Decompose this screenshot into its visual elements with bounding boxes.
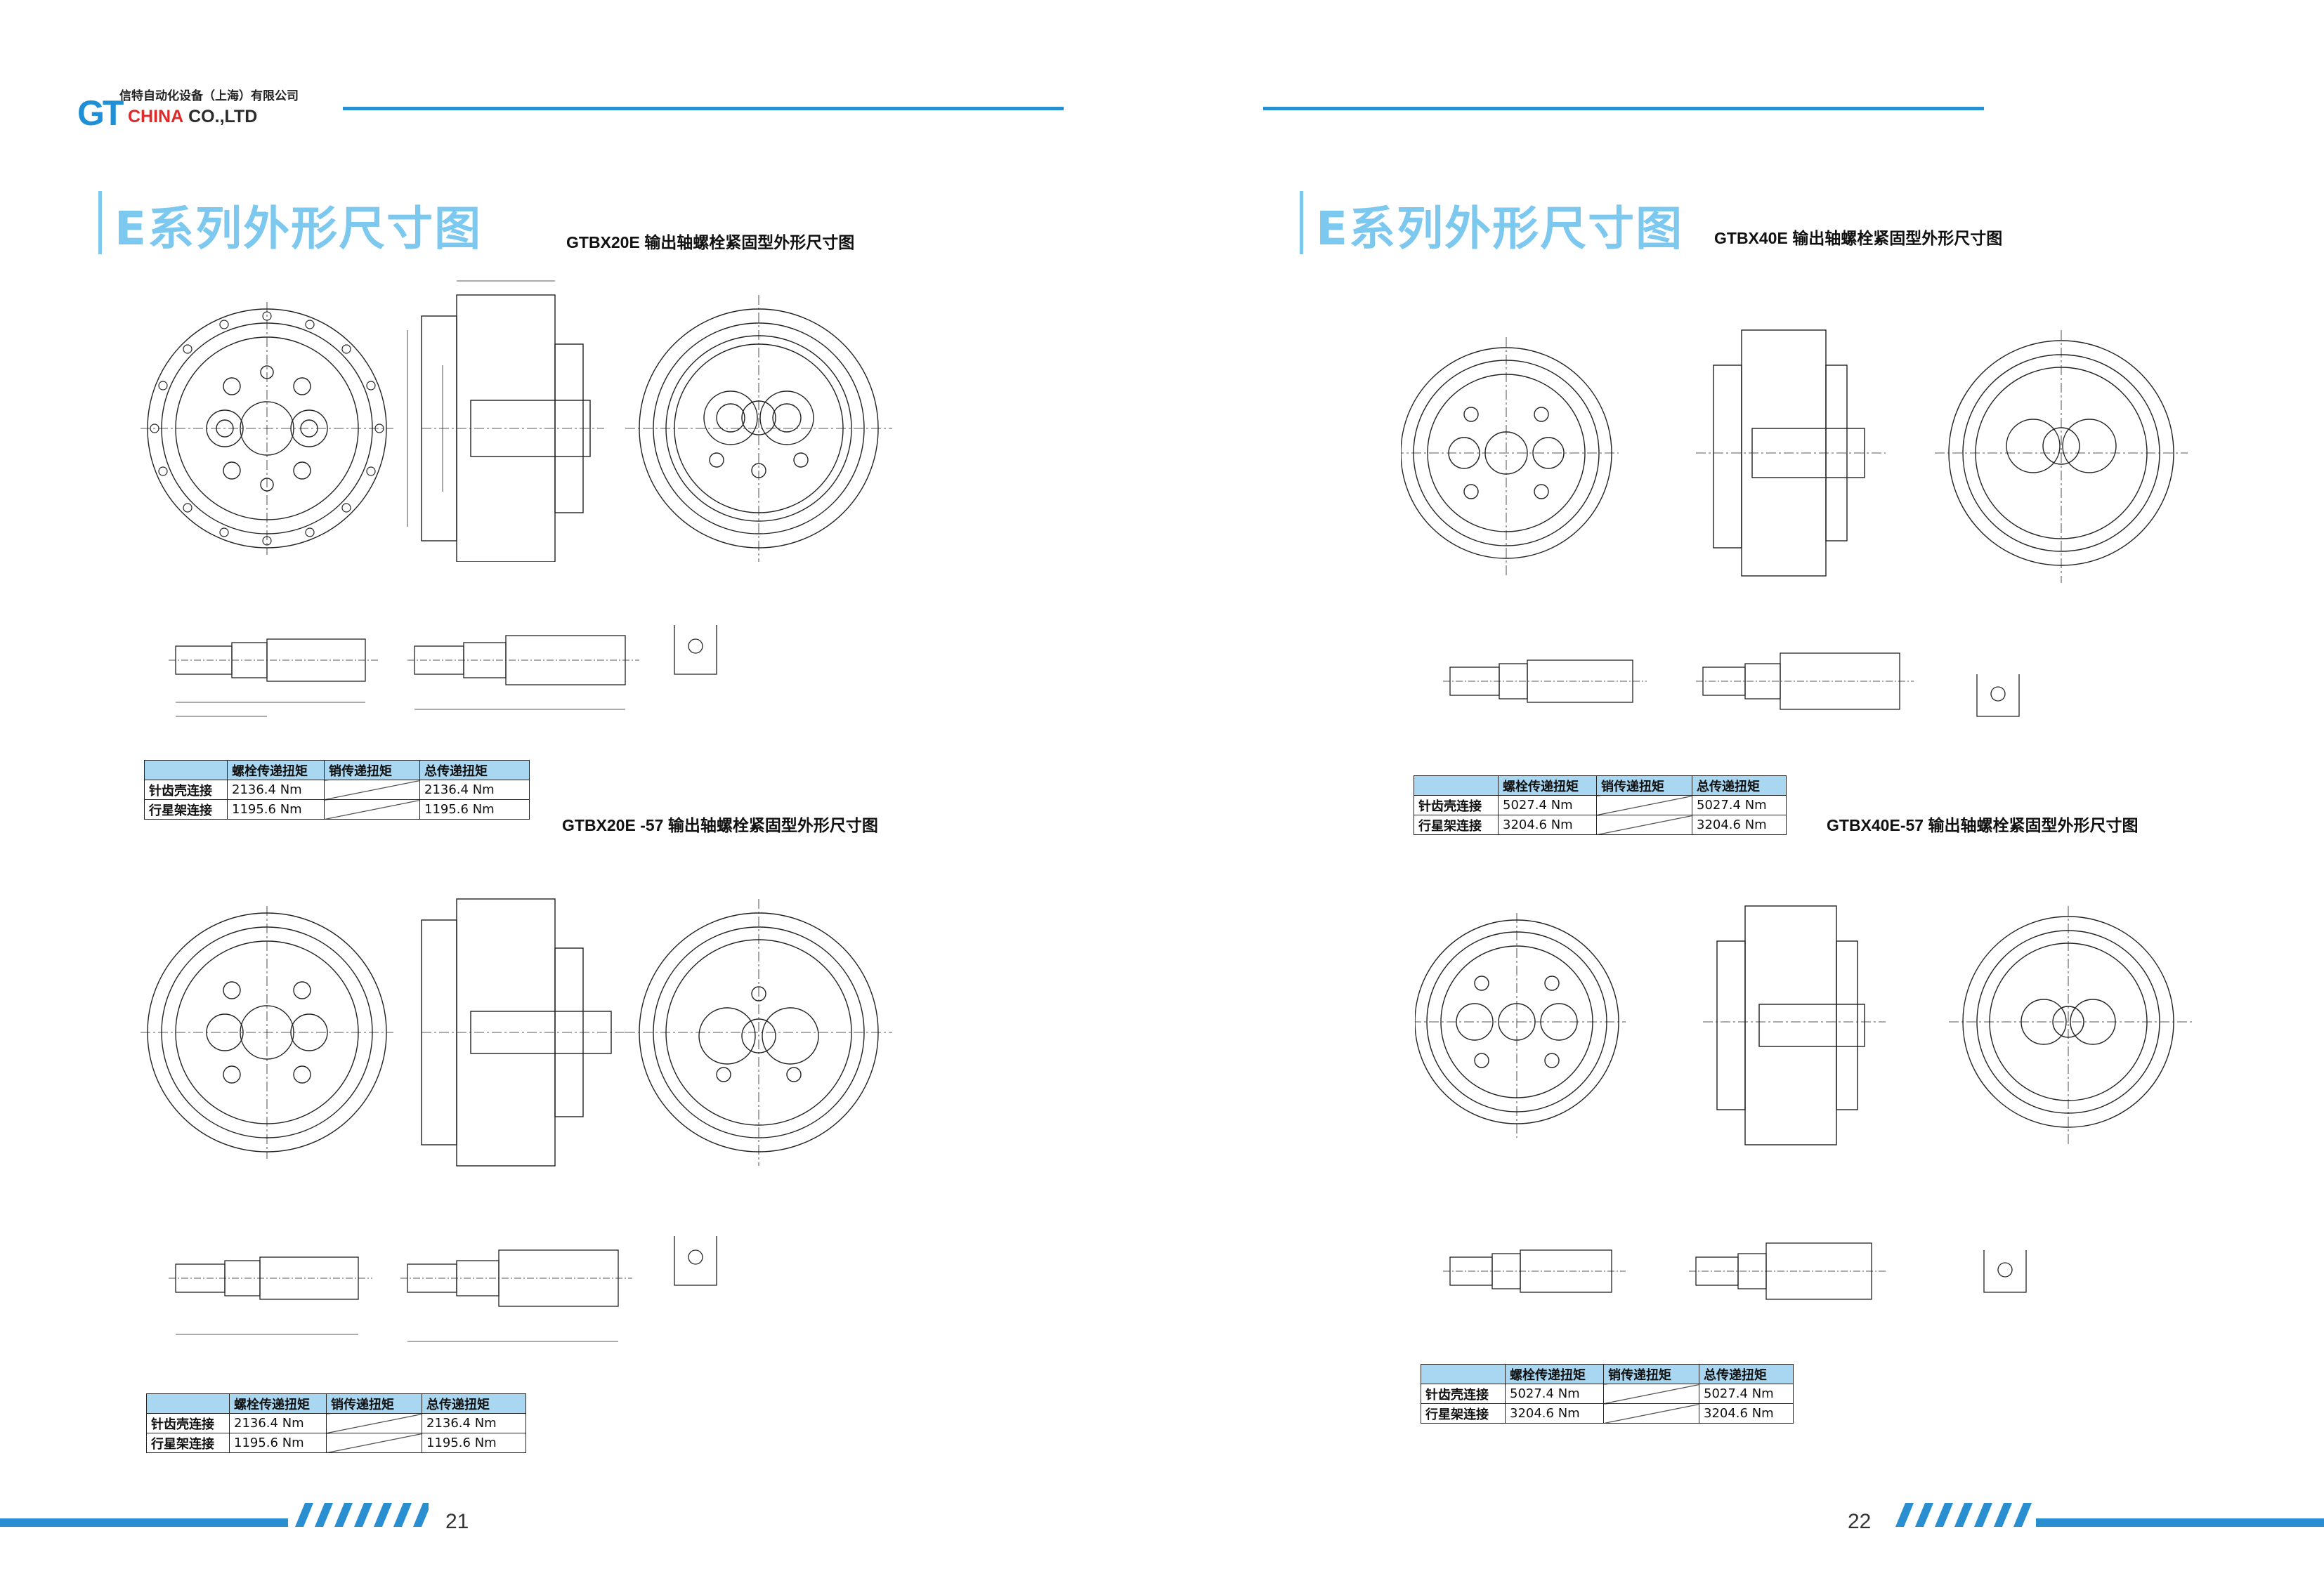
table-row: 行星架连接 1195.6 Nm 1195.6 Nm bbox=[144, 799, 530, 820]
torque-header-total: 总传递扭矩 bbox=[1699, 1364, 1794, 1384]
table-row: 针齿壳连接 2136.4 Nm 2136.4 Nm bbox=[146, 1413, 526, 1433]
drawing-gtbx40e bbox=[1401, 281, 2188, 597]
page-number: 22 bbox=[1848, 1510, 1872, 1533]
page-22: E系列外形尺寸图 GTBX40E 输出轴螺栓紧固型外形尺寸图 bbox=[1162, 0, 2324, 1576]
drawing1-title: GTBX40E 输出轴螺栓紧固型外形尺寸图 bbox=[1714, 229, 2003, 247]
torque-table-3: 螺栓传递扭矩 销传递扭矩 总传递扭矩 针齿壳连接 5027.4 Nm 5027.… bbox=[1414, 775, 1787, 835]
bolt-torque: 5027.4 Nm bbox=[1505, 1384, 1604, 1404]
pin-torque bbox=[1603, 1403, 1699, 1424]
total-torque: 1195.6 Nm bbox=[422, 1433, 526, 1453]
row-label: 行星架连接 bbox=[1421, 1403, 1506, 1424]
company-name-cn: 信特自动化设备（上海）有限公司 bbox=[119, 89, 299, 103]
row-label: 行星架连接 bbox=[144, 799, 228, 820]
torque-header-pin: 销传递扭矩 bbox=[1603, 1364, 1699, 1384]
pin-torque bbox=[1603, 1384, 1699, 1404]
torque-header-total: 总传递扭矩 bbox=[419, 760, 530, 780]
drawing2-title: GTBX20E -57 输出轴螺栓紧固型外形尺寸图 bbox=[562, 816, 878, 834]
bolt-torque: 3204.6 Nm bbox=[1505, 1403, 1604, 1424]
torque-table-1: 螺栓传递扭矩 销传递扭矩 总传递扭矩 针齿壳连接 2136.4 Nm 2136.… bbox=[144, 760, 530, 820]
torque-header-blank bbox=[1414, 775, 1499, 796]
section-title: E系列外形尺寸图 bbox=[98, 191, 482, 256]
input-gear-drawings-1 bbox=[155, 597, 759, 737]
row-label: 行星架连接 bbox=[146, 1433, 230, 1453]
total-torque: 1195.6 Nm bbox=[419, 799, 530, 820]
torque-header-blank bbox=[144, 760, 228, 780]
torque-header-blank bbox=[146, 1393, 230, 1414]
pin-torque bbox=[326, 1433, 422, 1453]
footer-bar bbox=[0, 1518, 288, 1527]
torque-header-bolt: 螺栓传递扭矩 bbox=[1505, 1364, 1604, 1384]
total-torque: 2136.4 Nm bbox=[419, 780, 530, 800]
header-rule bbox=[1263, 107, 1984, 110]
bolt-torque: 2136.4 Nm bbox=[227, 780, 325, 800]
page-21: 信特自动化设备（上海）有限公司 GT CHINA CO.,LTD E系列外形尺寸… bbox=[0, 83, 1064, 1533]
front-view-circle bbox=[141, 302, 393, 555]
table-row: 行星架连接 3204.6 Nm 3204.6 Nm bbox=[1414, 815, 1787, 835]
torque-header-pin: 销传递扭矩 bbox=[1596, 775, 1692, 796]
table-row: 行星架连接 3204.6 Nm 3204.6 Nm bbox=[1421, 1403, 1794, 1424]
row-label: 针齿壳连接 bbox=[1414, 795, 1499, 815]
total-torque: 2136.4 Nm bbox=[422, 1413, 526, 1433]
torque-header-bolt: 螺栓传递扭矩 bbox=[227, 760, 325, 780]
row-label: 针齿壳连接 bbox=[1421, 1384, 1506, 1404]
input-gear-drawings-2 bbox=[155, 1194, 759, 1348]
total-torque: 5027.4 Nm bbox=[1699, 1384, 1794, 1404]
pin-torque bbox=[324, 780, 420, 800]
table-row: 行星架连接 1195.6 Nm 1195.6 Nm bbox=[146, 1433, 526, 1453]
pin-torque bbox=[326, 1413, 422, 1433]
torque-header-pin: 销传递扭矩 bbox=[326, 1393, 422, 1414]
torque-header-total: 总传递扭矩 bbox=[422, 1393, 526, 1414]
footer-stripes bbox=[295, 1503, 429, 1527]
table-row: 针齿壳连接 5027.4 Nm 5027.4 Nm bbox=[1414, 795, 1787, 815]
row-label: 针齿壳连接 bbox=[146, 1413, 230, 1433]
drawing-gtbx20e bbox=[141, 267, 913, 562]
page-number: 21 bbox=[445, 1510, 469, 1533]
pin-torque bbox=[1596, 815, 1692, 835]
bolt-torque: 3204.6 Nm bbox=[1498, 815, 1597, 835]
torque-header-pin: 销传递扭矩 bbox=[324, 760, 420, 780]
bolt-torque: 2136.4 Nm bbox=[229, 1413, 327, 1433]
input-gear-drawings-3 bbox=[1429, 618, 2075, 759]
side-view bbox=[407, 280, 604, 562]
input-gear-drawings-4 bbox=[1429, 1187, 2075, 1341]
logo-gt-mark: GT bbox=[77, 93, 124, 133]
total-torque: 5027.4 Nm bbox=[1692, 795, 1787, 815]
rear-view-circle bbox=[625, 295, 892, 562]
torque-table-4: 螺栓传递扭矩 销传递扭矩 总传递扭矩 针齿壳连接 5027.4 Nm 5027.… bbox=[1421, 1364, 1794, 1424]
header-rule bbox=[343, 107, 1064, 110]
total-torque: 3204.6 Nm bbox=[1699, 1403, 1794, 1424]
table-row: 针齿壳连接 5027.4 Nm 5027.4 Nm bbox=[1421, 1384, 1794, 1404]
table-row: 针齿壳连接 2136.4 Nm 2136.4 Nm bbox=[144, 780, 530, 800]
pin-torque bbox=[324, 799, 420, 820]
drawing-gtbx40e-57 bbox=[1415, 864, 2202, 1159]
company-logo: 信特自动化设备（上海）有限公司 GT CHINA CO.,LTD bbox=[77, 83, 299, 133]
torque-table-2: 螺栓传递扭矩 销传递扭矩 总传递扭矩 针齿壳连接 2136.4 Nm 2136.… bbox=[146, 1393, 526, 1453]
section-title: E系列外形尺寸图 bbox=[1300, 191, 1683, 256]
drawing1-title: GTBX20E 输出轴螺栓紧固型外形尺寸图 bbox=[566, 233, 855, 251]
company-name-en: CHINA CO.,LTD bbox=[128, 107, 258, 126]
bolt-torque: 5027.4 Nm bbox=[1498, 795, 1597, 815]
row-label: 针齿壳连接 bbox=[144, 780, 228, 800]
drawing-gtbx20e-57 bbox=[141, 871, 913, 1180]
row-label: 行星架连接 bbox=[1414, 815, 1499, 835]
bolt-torque: 1195.6 Nm bbox=[227, 799, 325, 820]
total-torque: 3204.6 Nm bbox=[1692, 815, 1787, 835]
bolt-torque: 1195.6 Nm bbox=[229, 1433, 327, 1453]
torque-header-bolt: 螺栓传递扭矩 bbox=[1498, 775, 1597, 796]
drawing2-title: GTBX40E-57 输出轴螺栓紧固型外形尺寸图 bbox=[1827, 816, 2139, 834]
pin-torque bbox=[1596, 795, 1692, 815]
footer-bar bbox=[2036, 1518, 2324, 1527]
footer-stripes bbox=[1895, 1503, 2032, 1527]
torque-header-bolt: 螺栓传递扭矩 bbox=[229, 1393, 327, 1414]
torque-header-total: 总传递扭矩 bbox=[1692, 775, 1787, 796]
torque-header-blank bbox=[1421, 1364, 1506, 1384]
